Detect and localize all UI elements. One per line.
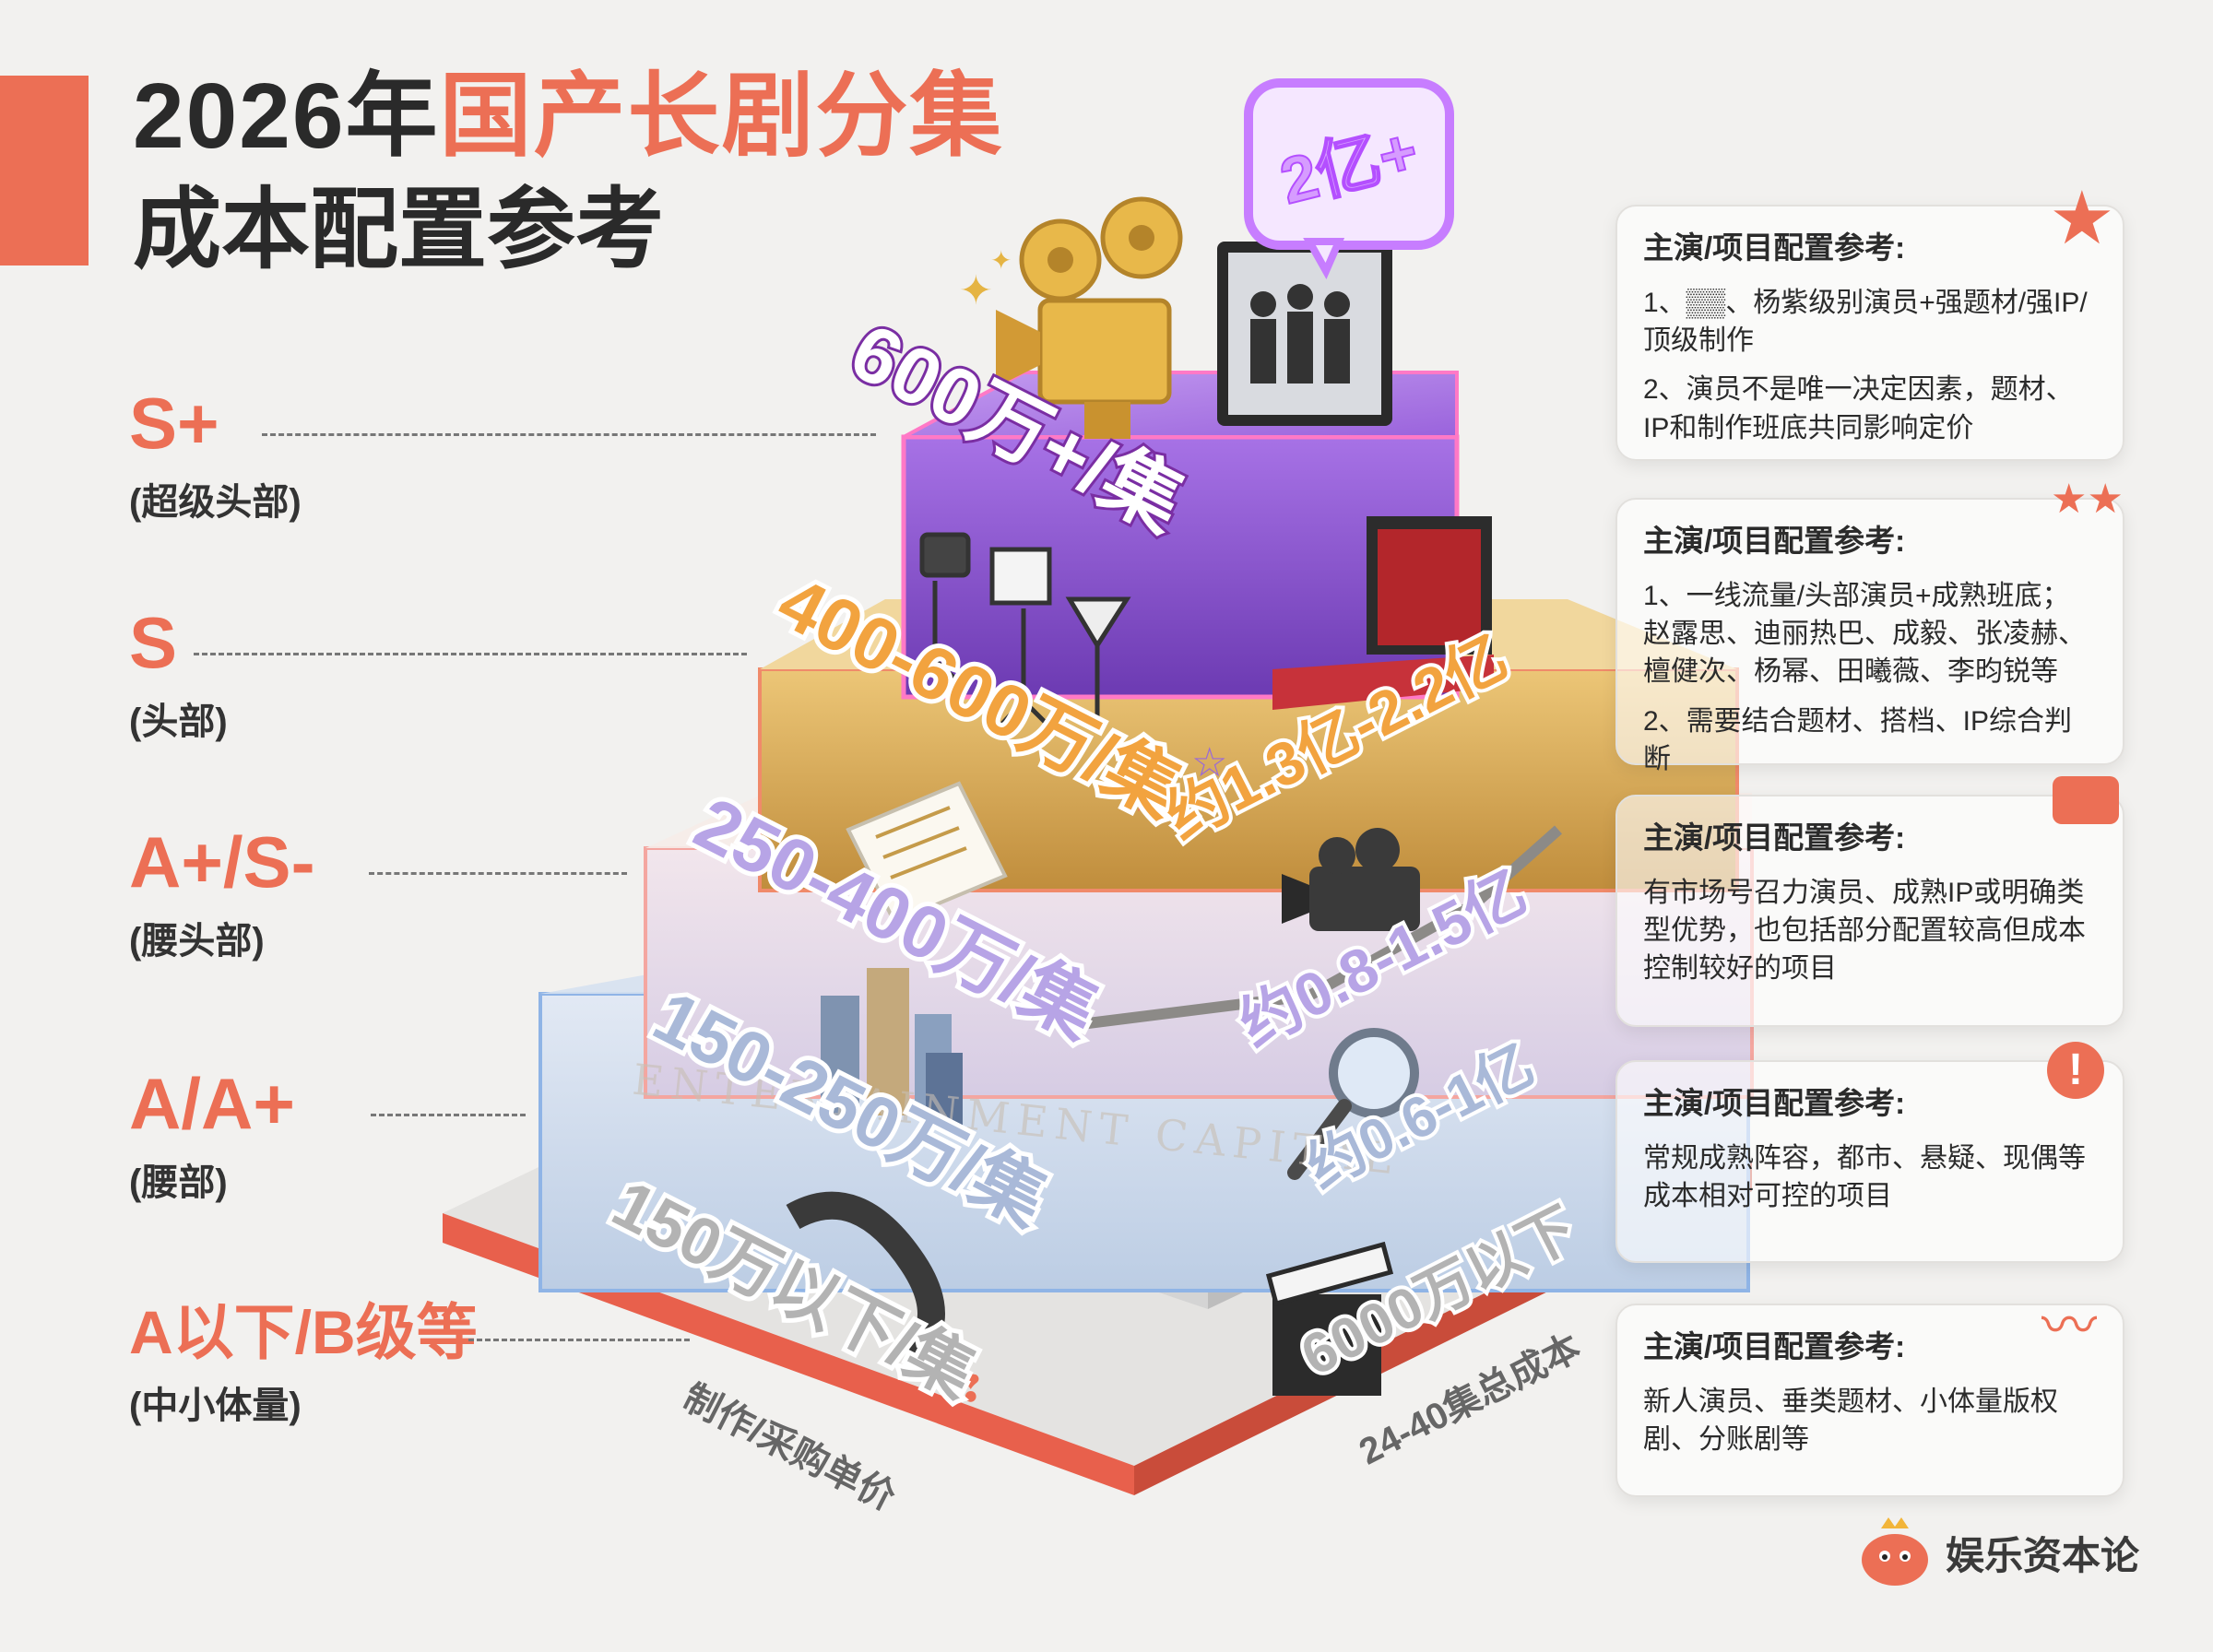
star-icon: ★ — [1125, 756, 1179, 824]
camera-rail — [1087, 825, 1562, 1029]
box-title: 主演/项目配置参考: — [1643, 820, 1906, 855]
reference-box-a-plus-s-minus: 主演/项目配置参考: 有市场号召力演员、成熟IP或明确类型优势，也包括部分配置较… — [1615, 795, 2124, 1027]
reference-box-below-a: 主演/项目配置参考: 新人演员、垂类题材、小体量版权剧、分账剧等 — [1615, 1304, 2124, 1497]
alert-icon: ! — [2047, 1042, 2104, 1099]
film-strip-icon — [786, 1191, 945, 1365]
tier-sub: (腰头部) — [129, 921, 265, 962]
page-title-line2: 成本配置参考 — [133, 181, 664, 279]
tier-dashed-line — [468, 1339, 690, 1341]
title-accent-bar — [0, 76, 89, 266]
brand-name: 娱乐资本论 — [1946, 1532, 2140, 1578]
tier-name: A以下/B级等 — [129, 1298, 478, 1366]
box-line: 常规成熟阵容，都市、悬疑、现偶等成本相对可控的项目 — [1643, 1142, 2086, 1211]
box-line: 有市场号召力演员、成熟IP或明确类型优势，也包括部分配置较高但成本控制较好的项目 — [1643, 877, 2086, 985]
tier-dashed-line — [369, 872, 627, 875]
tier-name: A+/S- — [129, 821, 315, 903]
star-icon: ★ — [2049, 177, 2115, 259]
tier-dashed-line — [371, 1114, 526, 1116]
tier-dashed-line — [262, 433, 876, 436]
tier-a-a-plus: A/A+ (腰部) — [129, 1068, 295, 1206]
box-line: 2、演员不是唯一决定因素，题材、IP和制作班底共同影响定价 — [1643, 374, 2074, 443]
tier-s-plus: S+ (超级头部) — [129, 387, 302, 525]
stage-curtain-icon — [1272, 516, 1494, 710]
reference-box-s-plus: 主演/项目配置参考: 1、▒▒、杨紫级别演员+强题材/强IP/顶级制作 2、演员… — [1615, 205, 2124, 461]
tier-s: S (头部) — [129, 607, 228, 745]
tier-name: S+ — [129, 383, 219, 464]
sparkle-icon: ✦ — [990, 246, 1012, 275]
video-camera-icon — [2053, 776, 2119, 824]
ribbon-icon: 〰 — [2041, 1295, 2097, 1357]
studio-light-icon — [911, 532, 1131, 728]
video-camera-icon — [1282, 828, 1420, 931]
star-icon: ☆ — [1191, 740, 1227, 785]
title-prefix: 2026年 — [133, 65, 440, 168]
tier-sub: (中小体量) — [129, 1386, 302, 1426]
neon-badge: 2亿+ — [1244, 78, 1454, 279]
box-line: 新人演员、垂类题材、小体量版权剧、分账剧等 — [1643, 1386, 2058, 1455]
city-buildings-icon — [821, 968, 963, 1127]
box-line: 1、一线流量/头部演员+成熟班底；赵露思、迪丽热巴、成毅、张凌赫、檀健次、杨幂、… — [1643, 580, 2086, 688]
tier-a-plus-s-minus: A+/S- (腰头部) — [129, 826, 315, 964]
brand-logo: 娱乐资本论 — [1853, 1516, 2139, 1589]
box-title: 主演/项目配置参考: — [1643, 230, 1906, 265]
tier-sub: (腰部) — [129, 1162, 228, 1203]
tier-name: A/A+ — [129, 1063, 295, 1144]
sparkle-icon: ✦ — [959, 268, 993, 313]
tv-screen-icon — [1217, 242, 1392, 426]
film-camera-icon — [996, 196, 1183, 439]
title-highlight: 国产长剧分集 — [439, 65, 1004, 168]
box-line: 2、需要结合题材、搭档、IP综合判断 — [1643, 705, 2073, 775]
box-title: 主演/项目配置参考: — [1643, 1329, 1906, 1363]
ribbon-icon: ❢ — [955, 1369, 987, 1410]
tier-sub: (超级头部) — [129, 482, 302, 523]
tier-name: S — [129, 602, 178, 683]
reference-box-a-a-plus: 主演/项目配置参考: 常规成熟阵容，都市、悬疑、现偶等成本相对可控的项目 — [1615, 1060, 2124, 1263]
tier-dashed-line — [194, 653, 747, 655]
double-star-icon: ★★ — [2051, 477, 2124, 522]
box-title: 主演/项目配置参考: — [1643, 1086, 1906, 1120]
axis-label-unit-price: 制作/采购单价 — [677, 1377, 902, 1518]
tier-sub: (头部) — [129, 702, 228, 742]
page-title-line1: 2026年国产长剧分集 — [133, 70, 1003, 162]
mascot-icon — [1862, 1517, 1928, 1586]
box-line: 1、▒▒、杨紫级别演员+强题材/强IP/顶级制作 — [1643, 287, 2088, 356]
box-title: 主演/项目配置参考: — [1643, 524, 1906, 558]
reference-box-s: 主演/项目配置参考: 1、一线流量/头部演员+成熟班底；赵露思、迪丽热巴、成毅、… — [1615, 498, 2124, 774]
tier-below-a: A以下/B级等 (中小体量) — [129, 1302, 478, 1429]
clapperboard-icon — [1265, 1241, 1394, 1396]
script-document-icon — [846, 781, 1008, 925]
magnifier-icon — [1287, 1028, 1419, 1180]
